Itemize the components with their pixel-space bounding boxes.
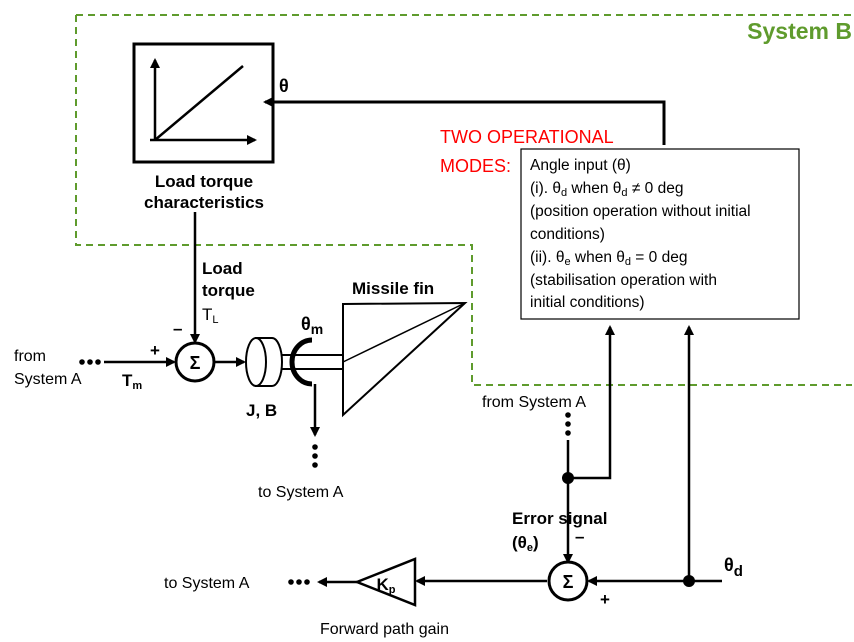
error-signal-label-1: Error signal [512,509,607,528]
sum2-symbol: Σ [563,572,574,592]
modes-box [520,148,800,320]
continuation-dots-left [79,359,101,365]
from-system-a-left-2: System A [14,371,82,388]
sum1-symbol: Σ [190,353,201,373]
load-block-label-2: characteristics [144,193,264,212]
from-system-a-left-1: from [14,348,46,365]
to-system-a-mid: to System A [258,484,344,501]
sum2-minus: – [575,527,584,546]
continuation-dots-right [565,412,571,436]
modes-title-1: TWO OPERATIONAL [440,127,614,147]
tm-label: Tm [122,371,142,392]
error-signal-label-2: (θe) [512,533,539,554]
theta-d-label: θd [724,555,743,580]
tl-label: TL [202,305,219,326]
load-torque-label-2: torque [202,281,255,300]
angle-input-line-1 [568,325,615,480]
sum1-plus: + [150,341,160,360]
sum2-plus: + [600,590,610,609]
missile-fin-label: Missile fin [352,279,434,298]
system-b-title: System B [747,18,852,44]
angle-sensor-icon [289,337,313,387]
missile-fin-icon [342,301,468,418]
kp-gain-block [353,557,417,607]
modes-line-7: initial conditions) [530,294,645,311]
theta-feedback-label: θ [279,76,289,96]
from-system-a-right: from System A [482,394,586,411]
missile-fin-edge [342,302,466,363]
kp-label: Kp [376,575,395,596]
load-characteristic-graph-icon [150,58,257,145]
forward-gain-label: Forward path gain [320,621,449,638]
modes-line-6: (stabilisation operation with [530,272,717,289]
load-torque-label-1: Load [202,259,243,278]
modes-line-3: (position operation without initial [530,203,751,220]
modes-line-2: (i). θd when θd ≠ 0 deg [530,180,683,199]
theta-feedback-line [263,97,666,145]
inertia-damper-icon [245,337,283,387]
sum1-minus: – [173,319,182,338]
modes-line-1: Angle input (θ) [530,157,631,174]
continuation-dots-mid [312,444,318,468]
modes-line-5: (ii). θe when θd = 0 deg [530,249,687,268]
theta-m-label: θm [301,314,323,337]
jb-label: J, B [246,401,277,420]
to-system-a-bottom: to System A [164,575,250,592]
load-block-label-1: Load torque [155,172,253,191]
modes-line-4: conditions) [530,226,605,243]
system-b-boundary [75,14,852,386]
continuation-dots-bottom [288,579,310,585]
modes-title-2: MODES: [440,156,511,176]
